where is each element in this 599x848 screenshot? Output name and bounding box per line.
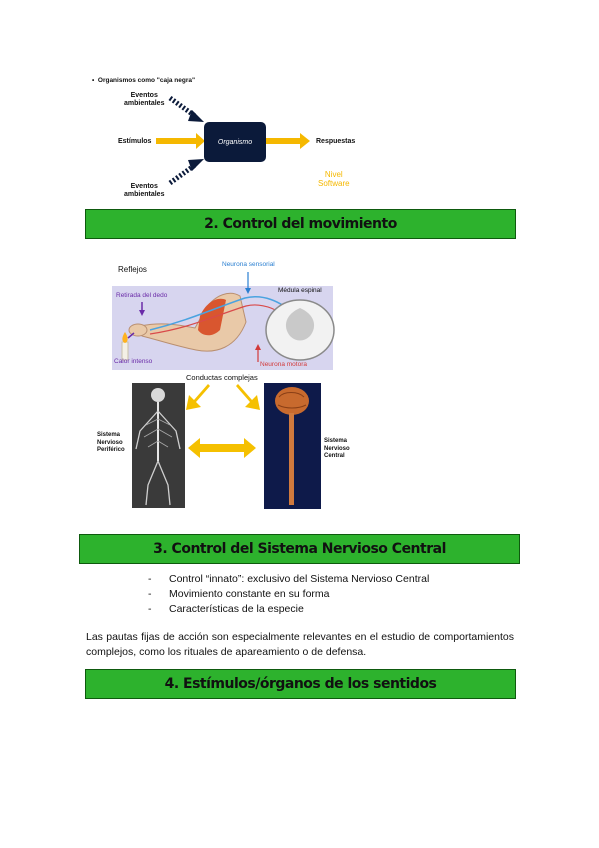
event-arrow-bottom-icon bbox=[168, 159, 204, 186]
motor-arrow-icon bbox=[255, 344, 261, 350]
estimulos-label: Estímulos bbox=[118, 138, 152, 145]
nivel-software-label: Nivel Software bbox=[318, 170, 350, 188]
neurona-motora-label: Neurona motora bbox=[260, 361, 307, 368]
section-3-header: 3. Control del Sistema Nervioso Central bbox=[79, 534, 520, 564]
black-box-diagram: • Organismos como "caja negra" Eventos a… bbox=[0, 0, 599, 205]
section-2-header: 2. Control del movimiento bbox=[85, 209, 516, 239]
nerves-illustration bbox=[135, 388, 181, 506]
eventos-top-label: Eventos ambientales bbox=[124, 92, 165, 107]
double-arrow-icon bbox=[188, 438, 256, 458]
organismo-box: Organismo bbox=[204, 122, 266, 162]
calor-label: Calor intenso bbox=[114, 358, 153, 365]
brain-spine-illustration bbox=[275, 387, 309, 505]
snp-label: Sistema Nervioso Periférico bbox=[97, 432, 125, 453]
sensory-arrow-icon bbox=[245, 288, 251, 294]
sensory-nerve-path bbox=[149, 296, 297, 331]
retirada-label: Retirada del dedo bbox=[116, 292, 168, 299]
arm-shape bbox=[139, 292, 247, 352]
neurona-sensorial-label: Neurona sensorial bbox=[222, 261, 275, 268]
complex-arrow-left-icon bbox=[186, 384, 210, 410]
event-arrow-top-icon bbox=[168, 95, 204, 122]
list-item: Control “innato”: exclusivo del Sistema … bbox=[148, 572, 429, 587]
bullet-text: Organismos como "caja negra" bbox=[97, 77, 196, 84]
withdraw-arrow-icon bbox=[139, 310, 145, 316]
reflejos-label: Reflejos bbox=[118, 265, 147, 274]
bullet-dot-icon: • bbox=[92, 77, 98, 84]
section-2-title: 2. Control del movimiento bbox=[204, 216, 397, 232]
section-3-list: Control “innato”: exclusivo del Sistema … bbox=[148, 572, 429, 617]
respuestas-label: Respuestas bbox=[316, 138, 356, 145]
eventos-bottom-label: Eventos ambientales bbox=[124, 183, 165, 198]
section-4-header: 4. Estímulos/órganos de los sentidos bbox=[85, 669, 516, 699]
conductas-label: Conductas complejas bbox=[186, 373, 258, 382]
peripheral-system-image bbox=[132, 383, 185, 508]
section-3-title: 3. Control del Sistema Nervioso Central bbox=[153, 541, 446, 557]
flame-icon bbox=[122, 332, 128, 343]
response-arrow-icon bbox=[266, 133, 310, 149]
diagram-bullet: • Organismos como "caja negra" bbox=[92, 77, 195, 84]
section-3-paragraph: Las pautas fijas de acción son especialm… bbox=[86, 631, 514, 658]
reflex-illustration bbox=[121, 272, 335, 458]
snc-label: Sistema Nervioso Central bbox=[324, 438, 350, 459]
section-4-title: 4. Estímulos/órganos de los sentidos bbox=[164, 676, 437, 692]
nervous-system-diagram: Reflejos Neurona sens bbox=[0, 250, 599, 520]
central-system-image bbox=[264, 383, 321, 509]
list-item: Movimiento constante en su forma bbox=[148, 587, 429, 602]
stimulus-arrow-icon bbox=[156, 133, 205, 149]
complex-arrow-right-icon bbox=[236, 384, 260, 410]
black-box-arrows bbox=[156, 95, 310, 186]
list-item: Características de la especie bbox=[148, 602, 429, 617]
organismo-label: Organismo bbox=[217, 138, 253, 146]
medula-label: Médula espinal bbox=[278, 287, 322, 294]
